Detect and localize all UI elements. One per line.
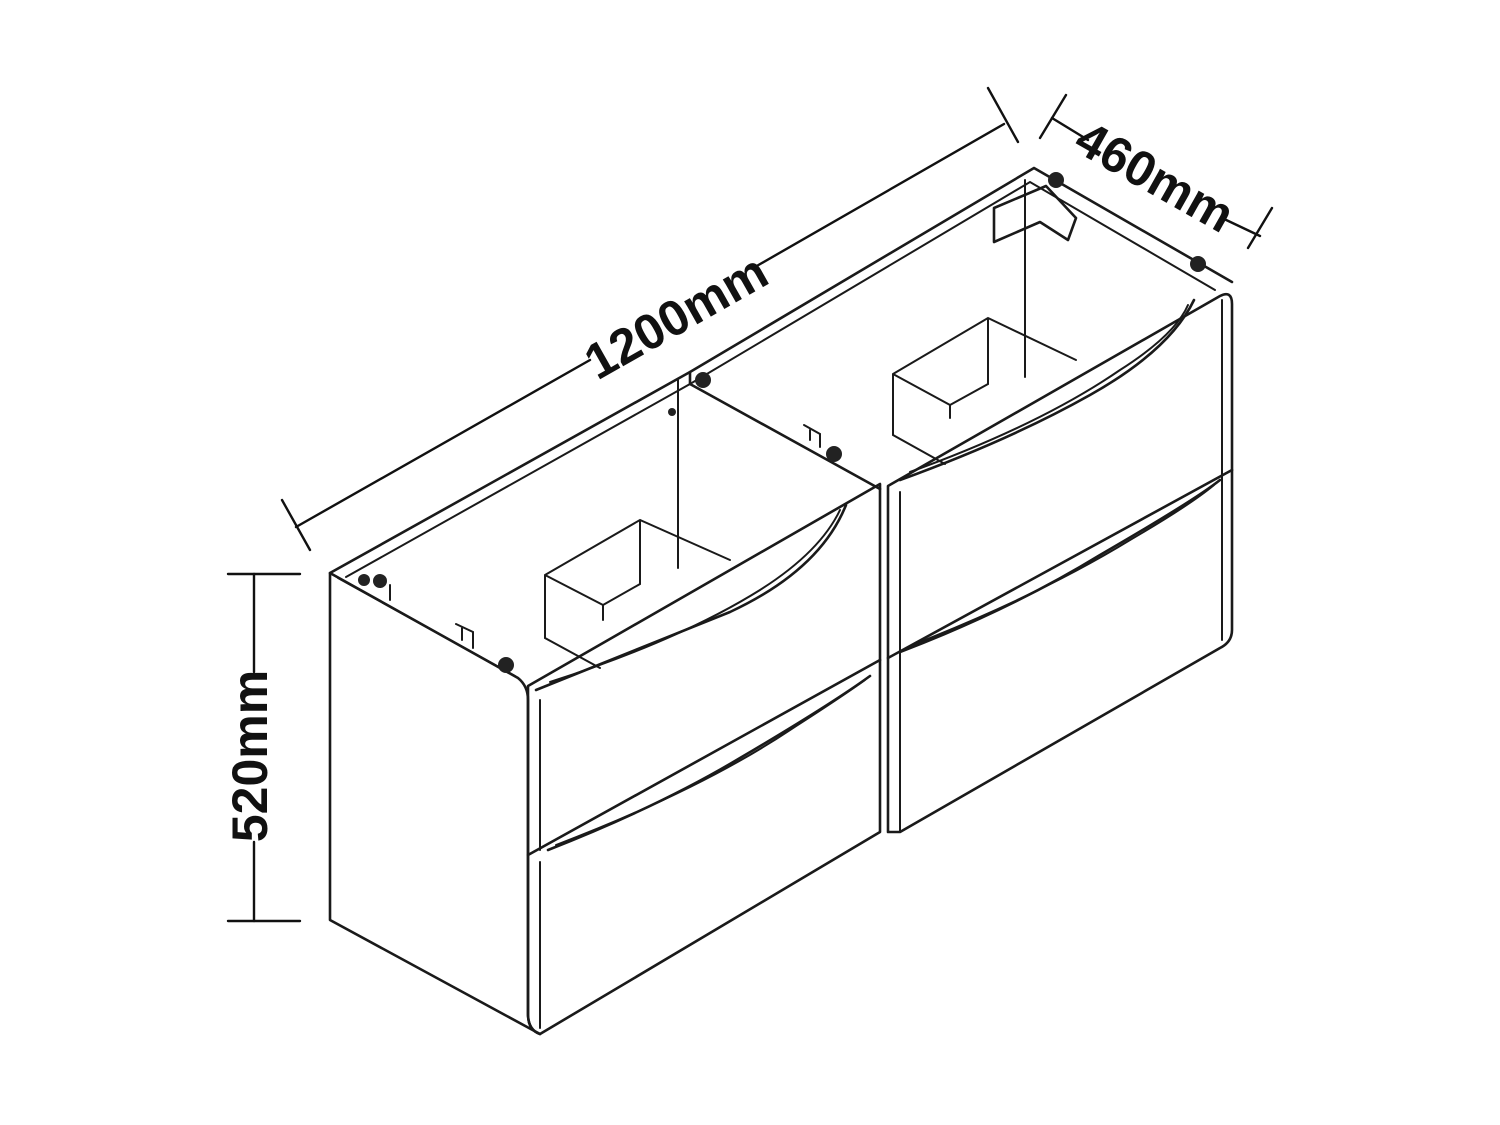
left-drawer-divider: [526, 658, 882, 857]
depth-extension-bottom: [1246, 206, 1274, 250]
right-rail-bracket: [803, 424, 821, 448]
mounting-hole: [826, 446, 842, 462]
depth-dimension-line-top: [1050, 116, 1090, 142]
width-dimension-line-right: [753, 122, 1006, 269]
center-divider-top: [688, 370, 882, 491]
corner-bracket: [992, 184, 1078, 244]
left-upper-drawer-handle: [534, 503, 848, 692]
left-module-front: [526, 482, 882, 1036]
mounting-hole: [358, 574, 370, 586]
left-bay-drawer-box: [544, 518, 731, 669]
mounting-hole: [498, 657, 514, 673]
right-lower-drawer-handle-inner: [909, 484, 1215, 647]
carcass-top-rim-inner: [345, 180, 1216, 578]
mounting-hole: [1190, 256, 1206, 272]
left-upper-drawer-handle-inner: [549, 509, 841, 683]
cabinet: [328, 166, 1234, 1036]
left-side-panel: [328, 571, 542, 1036]
width-dimension-line-left: [294, 358, 592, 529]
width-extension-right: [986, 86, 1020, 144]
right-upper-drawer-handle: [898, 298, 1196, 482]
left-rail-bracket: [455, 623, 474, 649]
mounting-hole: [1048, 172, 1064, 188]
width-label: 1200mm: [575, 243, 777, 390]
left-lower-drawer-handle-inner: [555, 679, 866, 846]
right-module-front: [886, 292, 1234, 834]
depth-dimension-line-bottom: [1220, 216, 1262, 238]
mounting-hole: [373, 574, 387, 588]
left-lower-drawer-handle: [546, 674, 872, 852]
height-dimension: 520mm: [222, 572, 302, 923]
mounting-hole: [668, 408, 676, 416]
right-bay-drawer-box: [892, 316, 1077, 465]
right-upper-drawer-handle-inner: [909, 304, 1189, 473]
carcass-top-rim: [328, 166, 1234, 575]
right-lower-drawer-handle: [898, 478, 1222, 654]
depth-label: 460mm: [1066, 110, 1244, 244]
right-drawer-divider: [886, 468, 1234, 660]
height-label: 520mm: [222, 670, 278, 842]
left-side-top-edge: [337, 577, 516, 677]
width-extension-left: [280, 498, 312, 552]
width-dimension: 1200mm: [280, 86, 1020, 552]
depth-extension-top: [1038, 93, 1068, 140]
mounting-hole: [695, 372, 711, 388]
